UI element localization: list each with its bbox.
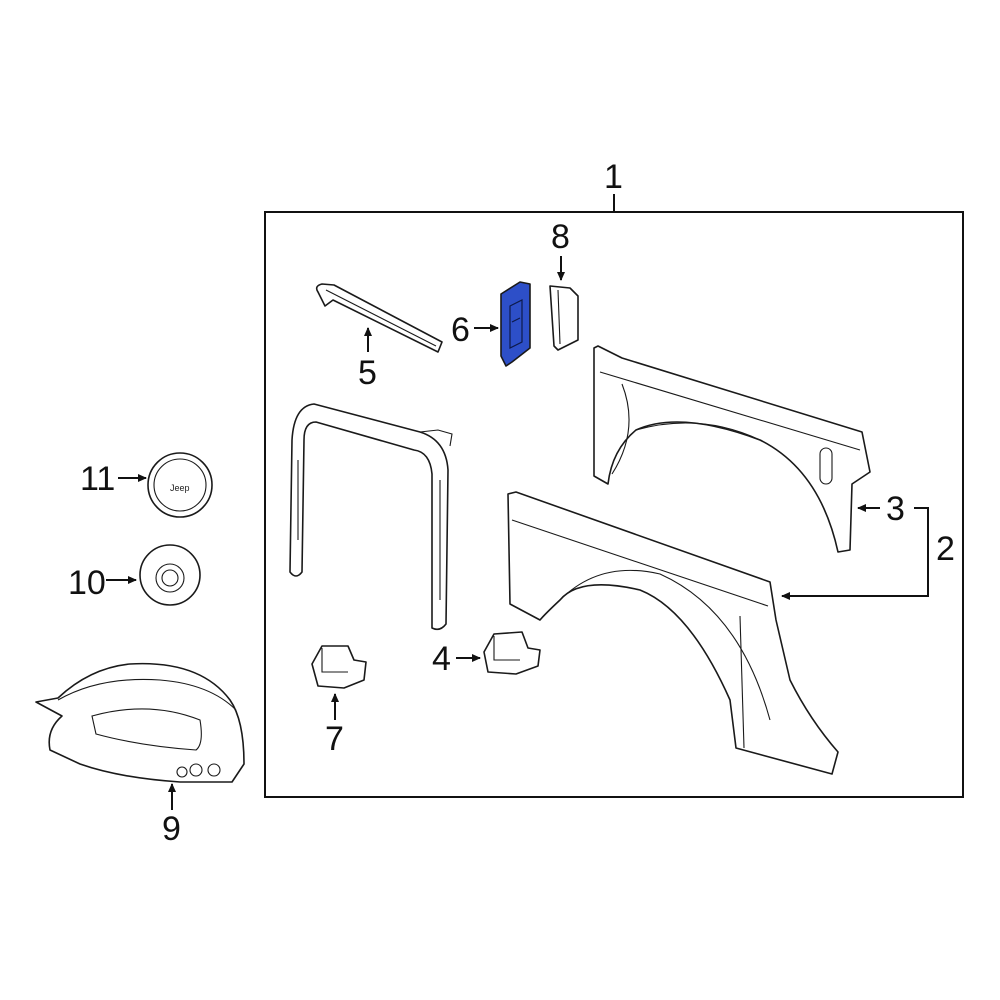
callout-7-label: 7 (325, 720, 344, 758)
roll-bar[interactable] (289, 403, 453, 631)
callout-8-label: 8 (551, 218, 570, 256)
callout-1[interactable]: 1 (604, 158, 623, 212)
callout-9-label: 9 (162, 810, 181, 848)
callout-3[interactable]: 3 (857, 490, 905, 528)
part-3-inner-panel[interactable] (593, 345, 871, 553)
callout-5[interactable]: 5 (358, 327, 377, 392)
part-2-outer-panel[interactable] (507, 491, 839, 775)
part-4-bracket[interactable] (483, 631, 541, 675)
callout-1-label: 1 (604, 158, 623, 196)
callout-6[interactable]: 6 (451, 311, 499, 349)
part-10-cap[interactable] (139, 544, 201, 606)
part-6-bracket-highlighted[interactable] (500, 281, 531, 367)
callout-11-label: 11 (80, 460, 115, 498)
callout-4[interactable]: 4 (432, 640, 481, 678)
part-11-emblem[interactable]: Jeep (147, 452, 213, 518)
callout-10[interactable]: 10 (68, 564, 137, 602)
callout-8[interactable]: 8 (551, 218, 570, 281)
callout-9[interactable]: 9 (162, 783, 181, 848)
callout-2-bracket[interactable]: 2 (781, 507, 955, 600)
emblem-logo-text: Jeep (170, 483, 190, 493)
part-8-panel[interactable] (549, 285, 579, 351)
callout-7[interactable]: 7 (325, 693, 344, 758)
callout-3-label: 3 (886, 490, 905, 528)
callout-4-label: 4 (432, 640, 451, 678)
part-9-liner[interactable] (35, 662, 245, 783)
callout-5-label: 5 (358, 354, 377, 392)
callout-6-label: 6 (451, 311, 470, 349)
callout-11[interactable]: 11 (80, 460, 147, 498)
part-7-bracket[interactable] (311, 645, 367, 689)
assembly-frame (264, 211, 964, 798)
part-5-trim-strip[interactable] (315, 283, 443, 353)
callout-10-label: 10 (68, 564, 106, 602)
callout-2-label: 2 (936, 530, 955, 568)
